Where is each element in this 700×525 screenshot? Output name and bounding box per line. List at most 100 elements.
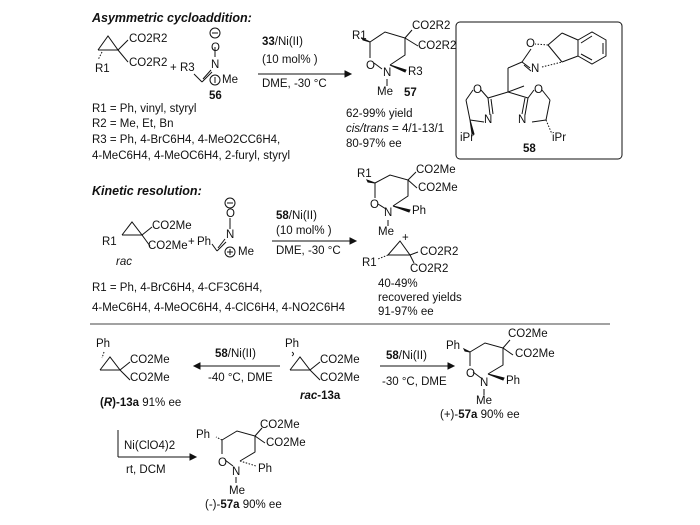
diastereoselectivity: cis/trans = 4/1-13/1 — [346, 123, 444, 136]
cyclopropane-diester-1 — [97, 35, 129, 63]
isopropyl-right: iPr — [552, 132, 567, 144]
co2r2-label: CO2R2 — [129, 33, 168, 45]
plus-57a-ee: 90% ee — [480, 409, 520, 421]
nitrone-56 — [193, 27, 221, 86]
down-conditions: rt, DCM — [126, 464, 166, 476]
recovered-yield: 40-49% — [378, 278, 418, 290]
nitrogen-atom: N — [518, 114, 527, 126]
r1-scope: R1 = Ph, vinyl, styryl — [92, 103, 197, 115]
catalyst-loading: (10 mol% ) — [276, 225, 332, 237]
negative-charge-icon — [209, 27, 221, 39]
plus-57a-label: (+)-57a 90% ee — [440, 409, 520, 422]
nitrogen-atom: N — [484, 114, 493, 126]
oxygen-atom: O — [473, 84, 482, 96]
phenyl-label: Ph — [412, 205, 427, 217]
oxygen-atom: O — [534, 84, 543, 96]
phenyl-nitrone — [211, 197, 236, 258]
methyl-label: Me — [222, 74, 238, 86]
co2me-label: CO2Me — [260, 419, 300, 431]
ligand-58-structure — [465, 31, 607, 135]
rac-13a-label: rac-13a — [300, 390, 340, 403]
phenyl-label: Ph — [96, 338, 111, 350]
dr-label: cis/trans — [346, 123, 389, 135]
reagent-line: 33/Ni(II) — [262, 36, 303, 49]
r1-label: R1 — [357, 168, 372, 180]
plus-sign: + — [402, 232, 409, 244]
r1-label: R1 — [102, 236, 117, 248]
cyclopropane-diester-2 — [121, 221, 153, 247]
co2me-label: CO2Me — [148, 240, 188, 252]
nitrogen-atom: N — [232, 466, 241, 478]
metal-label: /Ni(II) — [398, 350, 427, 362]
rac-prefix: rac — [300, 390, 318, 402]
co2me-label: CO2Me — [515, 348, 555, 360]
r-13a-label: (R)-13a 91% ee — [100, 397, 182, 409]
oxygen-atom: O — [370, 199, 379, 211]
methyl-label: Me — [377, 86, 393, 98]
plus-sign: + — [188, 236, 195, 248]
compound-57-label: 57 — [404, 87, 417, 99]
compound-56-label: 56 — [209, 90, 222, 102]
nitrogen-atom: N — [226, 229, 235, 241]
catalyst-58: 58 — [215, 348, 228, 360]
recovered-label: recovered yields — [378, 292, 462, 304]
rac-13a-cyclopropane — [289, 351, 321, 381]
r1-label: R1 — [95, 63, 110, 75]
conditions: DME, -30 °C — [262, 78, 327, 90]
plus-57a-oxazinane — [462, 339, 514, 395]
reagent-line: 58/Ni(II) — [386, 350, 427, 363]
recovered-ee: 91-97% ee — [378, 306, 434, 318]
r3-label: R3 — [408, 66, 423, 78]
oxygen-atom: O — [366, 60, 375, 72]
minus-57a-ee: 90% ee — [242, 499, 282, 511]
catalyst-58: 58 — [276, 210, 289, 222]
co2me-label: CO2Me — [266, 437, 306, 449]
ligand-box — [455, 21, 623, 160]
r3-label: R3 — [180, 62, 195, 74]
methyl-label: Me — [476, 395, 492, 407]
nitrogen-atom: N — [384, 207, 393, 219]
r2-scope: R2 = Me, Et, Bn — [92, 118, 174, 130]
reagent-line: 58/Ni(II) — [215, 348, 256, 361]
phenyl-label: Ph — [446, 340, 461, 352]
methyl-label: Me — [378, 226, 394, 238]
co2me-label: CO2Me — [418, 182, 458, 194]
positive-charge-icon — [224, 246, 236, 258]
kr-r1-scope-line1: R1 = Ph, 4-BrC6H4, 4-CF3C6H4, — [92, 282, 263, 294]
ee-range: 80-97% ee — [346, 138, 402, 150]
phenyl-label: Ph — [196, 429, 211, 441]
co2me-label: CO2Me — [130, 372, 170, 384]
co2me-label: CO2Me — [508, 328, 548, 340]
nitrogen-atom: N — [211, 59, 220, 71]
co2me-label: CO2Me — [130, 354, 170, 366]
phenyl-label: Ph — [258, 463, 273, 475]
config-r: R — [103, 397, 113, 409]
minus-57a-label: (-)-57a 90% ee — [205, 499, 282, 512]
r1-label: R1 — [352, 30, 367, 42]
oxygen-atom: O — [218, 457, 227, 469]
optical-sign: (-)- — [205, 499, 221, 511]
phenyl-label: Ph — [197, 236, 212, 248]
optical-sign: (+)- — [440, 409, 459, 421]
metal-label: /Ni(II) — [227, 348, 256, 360]
co2r2-label: CO2R2 — [420, 246, 459, 258]
methyl-label: Me — [238, 246, 254, 258]
oxygen-atom: O — [466, 368, 475, 380]
r3-scope-line2: 4-MeC6H4, 4-MeOC6H4, 2-furyl, styryl — [92, 150, 291, 162]
nitrogen-atom: N — [480, 377, 489, 389]
r1-label: R1 — [362, 257, 377, 269]
co2me-label: CO2Me — [152, 220, 192, 232]
heading-asymmetric-cycloaddition: Asymmetric cycloaddition: — [92, 11, 252, 25]
plus-sign: + — [170, 62, 177, 74]
r3-scope-line1: R3 = Ph, 4-BrC6H4, 4-MeO2CC6H4, — [92, 134, 281, 146]
co2r2-label: CO2R2 — [129, 57, 168, 69]
yield-range: 62-99% yield — [346, 108, 413, 120]
metal-label: /Ni(II) — [274, 36, 303, 48]
phenyl-label: Ph — [285, 338, 300, 350]
catalyst-33: 33 — [262, 36, 275, 48]
oxygen-atom: O — [211, 42, 220, 54]
racemic-label: rac — [116, 256, 132, 268]
compound-13a: -13a — [116, 397, 140, 409]
down-reagent: Ni(ClO4)2 — [124, 440, 176, 452]
